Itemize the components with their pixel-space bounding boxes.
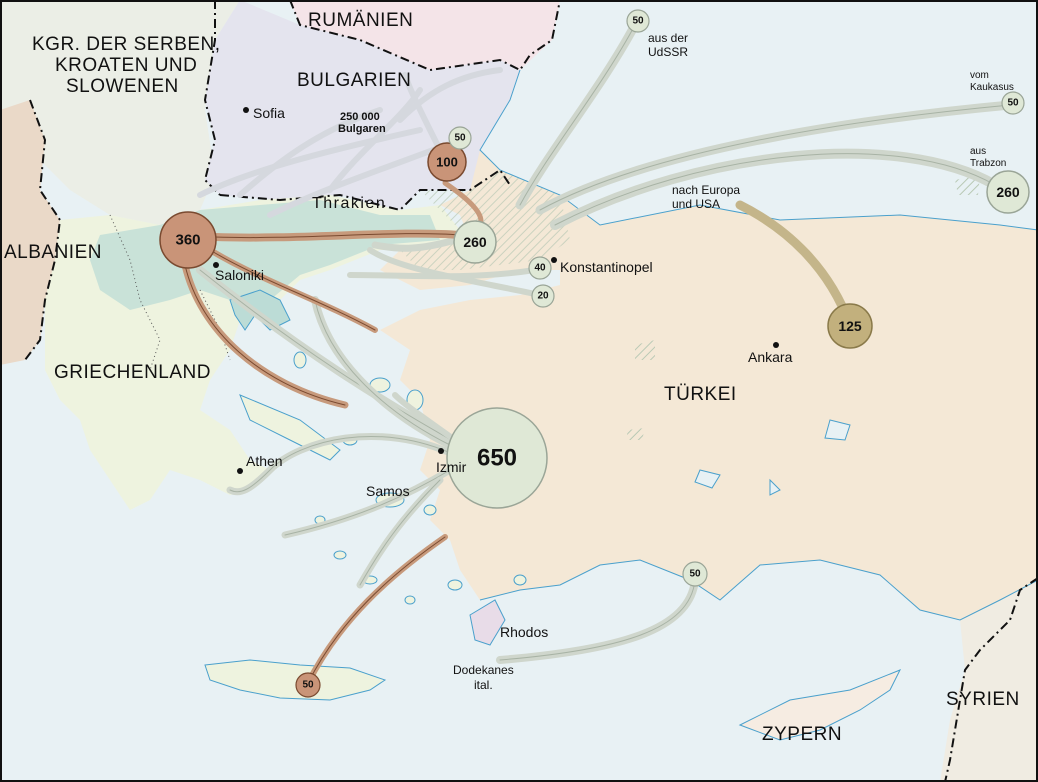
flow-konst-20 xyxy=(367,247,543,298)
label-sofia: Sofia xyxy=(253,105,285,121)
circle-50-ussr-label: 50 xyxy=(632,16,644,27)
city-labels: Sofia Saloniki Athen Izmir Konstantinope… xyxy=(215,105,793,640)
label-to-europe-1: nach Europa xyxy=(672,183,740,197)
ankara-dot xyxy=(773,342,779,348)
serbia-land xyxy=(0,0,240,225)
flow-bulgaria-2 xyxy=(237,107,383,198)
circle-260-trabzon xyxy=(986,170,1030,214)
circle-260-trabzon-label: 260 xyxy=(996,184,1020,200)
circle-50-caucasus-label: 50 xyxy=(1007,98,1019,109)
circle-650-label: 650 xyxy=(477,445,517,472)
circle-40 xyxy=(528,256,552,280)
circle-260-thrace xyxy=(453,220,497,264)
label-athen: Athen xyxy=(246,453,283,469)
annotation-labels: 250 000 Bulgaren aus der UdSSR vom Kauka… xyxy=(338,31,1014,211)
label-syria: SYRIEN xyxy=(946,689,1020,710)
flow-260-to-thrace xyxy=(371,236,459,252)
circle-50-south-label: 50 xyxy=(689,569,701,580)
circle-100 xyxy=(427,142,467,182)
circle-360 xyxy=(159,211,217,269)
label-serbia-2: KROATEN UND xyxy=(55,55,197,76)
flow-bulgaria-1 xyxy=(197,127,423,198)
syria-land xyxy=(940,580,1038,782)
circle-50-ussr xyxy=(626,9,650,33)
circle-50-bulgaria xyxy=(448,126,472,150)
label-turkey: TÜRKEI xyxy=(664,384,737,405)
rhodes-island xyxy=(469,599,506,646)
label-from-caucasus-1: vom xyxy=(970,70,989,81)
circle-100-label: 100 xyxy=(436,155,458,170)
label-greece: GRIECHENLAND xyxy=(54,362,211,383)
circle-260-thrace-label: 260 xyxy=(463,234,487,250)
label-dodecanese-2: ital. xyxy=(474,678,493,692)
label-from-trabzon-1: aus xyxy=(970,146,986,157)
label-from-caucasus-2: Kaukasus xyxy=(970,82,1014,93)
borders xyxy=(24,0,1038,782)
athen-dot xyxy=(237,468,243,474)
label-from-ussr-1: aus der xyxy=(648,31,688,45)
circle-360-label: 360 xyxy=(175,232,200,249)
circle-50-caucasus xyxy=(1001,91,1025,115)
label-from-trabzon-2: Trabzon xyxy=(970,158,1006,169)
flow-circles: 650 360 260 260 125 100 50 50 50 50 50 4… xyxy=(159,9,1030,698)
circle-50-crete xyxy=(295,672,321,698)
label-thrace: Thrakien xyxy=(312,195,386,212)
flow-romania-bulgaria xyxy=(397,67,503,123)
crete-island xyxy=(204,659,387,701)
sofia-dot xyxy=(243,107,249,113)
circle-50-south xyxy=(682,561,708,587)
romania-land xyxy=(290,0,560,70)
izmir-dot xyxy=(438,448,444,454)
black-sea-coast xyxy=(479,69,1038,231)
city-dots xyxy=(213,107,779,474)
label-izmir: Izmir xyxy=(436,459,467,475)
label-serbia-3: SLOWENEN xyxy=(66,76,179,97)
label-samos: Samos xyxy=(366,483,410,499)
label-bulgarians-count: 250 000 xyxy=(340,111,380,123)
label-ankara: Ankara xyxy=(748,349,793,365)
label-cyprus: ZYPERN xyxy=(762,724,842,745)
circle-50-crete-label: 50 xyxy=(302,680,314,691)
circle-125-label: 125 xyxy=(838,318,862,334)
label-serbia-1: KGR. DER SERBEN, xyxy=(32,34,221,55)
flow-izmir-aegean xyxy=(392,392,458,443)
cyprus-land xyxy=(738,669,902,741)
flow-arrows xyxy=(181,20,1015,686)
region-labels: Thrakien Dodekanes ital. xyxy=(312,195,514,692)
label-romania: RUMÄNIEN xyxy=(308,10,413,31)
circle-20-label: 20 xyxy=(537,291,549,302)
circle-40-label: 40 xyxy=(534,263,546,274)
label-to-europe-2: und USA xyxy=(672,197,720,211)
circle-650 xyxy=(446,407,548,509)
label-bulgarians: Bulgaren xyxy=(338,123,386,135)
turkey-south-coast xyxy=(479,559,1038,621)
label-from-ussr-2: UdSSR xyxy=(648,45,688,59)
label-saloniki: Saloniki xyxy=(215,267,264,283)
circle-20 xyxy=(531,284,555,308)
country-labels: KGR. DER SERBEN, KROATEN UND SLOWENEN RU… xyxy=(4,10,1020,745)
label-bulgaria: BULGARIEN xyxy=(297,70,411,91)
circle-125 xyxy=(827,303,873,349)
circle-50-bulgaria-label: 50 xyxy=(454,133,466,144)
konstantinopel-dot xyxy=(551,257,557,263)
label-dodecanese: Dodekanes xyxy=(453,663,514,677)
label-albania: ALBANIEN xyxy=(4,242,102,263)
saloniki-dot xyxy=(213,262,219,268)
turkey-lakes xyxy=(694,419,851,496)
label-rhodos: Rhodos xyxy=(500,624,548,640)
label-konstantinopel: Konstantinopel xyxy=(560,259,653,275)
